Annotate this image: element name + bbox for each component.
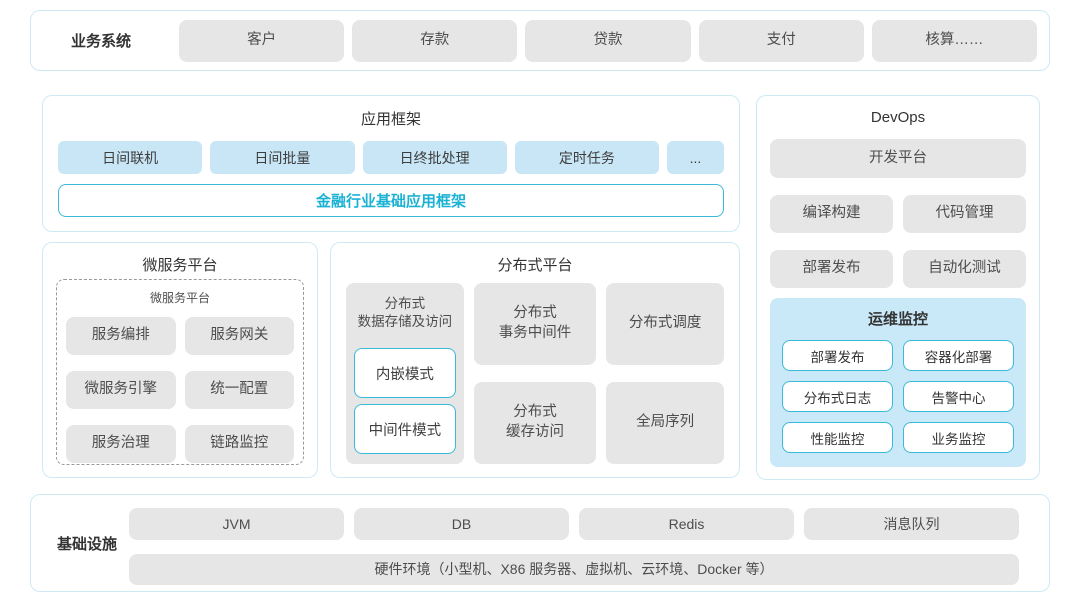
distributed-storage-block: 分布式 数据存储及访问 内嵌模式 中间件模式 bbox=[346, 283, 464, 464]
app-framework-title: 应用框架 bbox=[360, 111, 421, 128]
business-systems-label: 业务系统 bbox=[70, 33, 131, 50]
devops-panel: DevOps 开发平台 编译构建 代码管理 部署发布 自动化测试 运维监控 部署… bbox=[756, 95, 1040, 480]
infrastructure-panel: 基础设施 JVM DB Redis 消息队列 硬件环境（小型机、X86 服务器、… bbox=[30, 494, 1050, 592]
devops-item-code-mgmt: 代码管理 bbox=[903, 195, 1026, 233]
monitor-item-biz-monitor: 业务监控 bbox=[903, 422, 1014, 453]
monitor-item-deploy: 部署发布 bbox=[782, 340, 893, 371]
storage-mode-middleware: 中间件模式 bbox=[354, 404, 456, 455]
monitor-item-container-deploy: 容器化部署 bbox=[903, 340, 1014, 371]
microservices-inner-box: 微服务平台 服务编排 服务网关 微服务引擎 统一配置 服务治理 链路监控 bbox=[56, 279, 304, 465]
monitor-item-perf-monitor: 性能监控 bbox=[782, 422, 893, 453]
devops-item-auto-test: 自动化测试 bbox=[903, 250, 1026, 288]
business-systems-panel: 业务系统 客户 存款 贷款 支付 核算…… bbox=[30, 10, 1050, 71]
storage-mode-embedded: 内嵌模式 bbox=[354, 348, 456, 399]
ms-item-unified-config: 统一配置 bbox=[184, 371, 294, 409]
infra-item-db: DB bbox=[354, 508, 569, 540]
distributed-panel: 分布式平台 分布式 数据存储及访问 内嵌模式 中间件模式 分布式 事务中间件 分… bbox=[330, 242, 740, 478]
infra-item-message-queue: 消息队列 bbox=[804, 508, 1019, 540]
devops-item-build: 编译构建 bbox=[770, 195, 893, 233]
business-item-accounting: 核算…… bbox=[871, 19, 1038, 62]
microservices-inner-title: 微服务平台 bbox=[149, 291, 210, 305]
app-framework-row: 日间联机 日间批量 日终批处理 定时任务 ... bbox=[58, 141, 724, 174]
dist-item-global-sequence: 全局序列 bbox=[606, 382, 724, 464]
monitor-item-alert-center: 告警中心 bbox=[903, 381, 1014, 412]
ms-item-trace-monitor: 链路监控 bbox=[184, 425, 294, 463]
infra-hardware-environment: 硬件环境（小型机、X86 服务器、虚拟机、云环境、Docker 等） bbox=[129, 554, 1019, 585]
monitor-item-distributed-log: 分布式日志 bbox=[782, 381, 893, 412]
ops-monitor-grid: 部署发布 容器化部署 分布式日志 告警中心 性能监控 业务监控 bbox=[782, 340, 1014, 453]
devops-dev-platform: 开发平台 bbox=[770, 139, 1026, 178]
dist-item-cache-access: 分布式 缓存访问 bbox=[473, 382, 597, 464]
devops-grid: 编译构建 代码管理 部署发布 自动化测试 bbox=[770, 195, 1026, 288]
fw-item-daytime-online: 日间联机 bbox=[58, 141, 203, 174]
ms-item-gateway: 服务网关 bbox=[184, 317, 294, 355]
infra-item-jvm: JVM bbox=[129, 508, 344, 540]
devops-title: DevOps bbox=[870, 109, 926, 126]
business-item-deposit: 存款 bbox=[352, 19, 518, 62]
infra-item-redis: Redis bbox=[579, 508, 794, 540]
business-item-loan: 贷款 bbox=[525, 19, 691, 62]
ms-item-orchestration: 服务编排 bbox=[66, 317, 176, 355]
fw-item-scheduled-task: 定时任务 bbox=[514, 141, 659, 174]
ops-monitor-panel: 运维监控 部署发布 容器化部署 分布式日志 告警中心 性能监控 业务监控 bbox=[770, 298, 1026, 467]
fw-item-eod-batch: 日终批处理 bbox=[362, 141, 507, 174]
fw-item-ellipsis: ... bbox=[667, 141, 724, 174]
distributed-title: 分布式平台 bbox=[497, 257, 573, 274]
microservices-panel: 微服务平台 微服务平台 服务编排 服务网关 微服务引擎 统一配置 服务治理 链路… bbox=[42, 242, 318, 478]
infrastructure-row: JVM DB Redis 消息队列 bbox=[129, 508, 1019, 540]
microservices-grid: 服务编排 服务网关 微服务引擎 统一配置 服务治理 链路监控 bbox=[66, 317, 294, 463]
business-item-payment: 支付 bbox=[698, 19, 864, 62]
distributed-grid: 分布式 数据存储及访问 内嵌模式 中间件模式 分布式 事务中间件 分布式调度 分… bbox=[346, 283, 724, 464]
app-framework-panel: 应用框架 日间联机 日间批量 日终批处理 定时任务 ... 金融行业基础应用框架 bbox=[42, 95, 740, 232]
dist-item-scheduling: 分布式调度 bbox=[606, 283, 724, 365]
infrastructure-label: 基础设施 bbox=[56, 535, 117, 553]
distributed-storage-label: 分布式 数据存储及访问 bbox=[357, 296, 453, 330]
ms-item-engine: 微服务引擎 bbox=[66, 371, 176, 409]
business-item-customer: 客户 bbox=[179, 19, 345, 62]
microservices-title: 微服务平台 bbox=[142, 257, 218, 274]
dist-item-transaction-middleware: 分布式 事务中间件 bbox=[473, 283, 597, 365]
fw-base-framework: 金融行业基础应用框架 bbox=[58, 184, 724, 217]
ops-monitor-title: 运维监控 bbox=[867, 311, 928, 328]
fw-item-daytime-batch: 日间批量 bbox=[210, 141, 355, 174]
ms-item-governance: 服务治理 bbox=[66, 425, 176, 463]
devops-item-deploy: 部署发布 bbox=[770, 250, 893, 288]
